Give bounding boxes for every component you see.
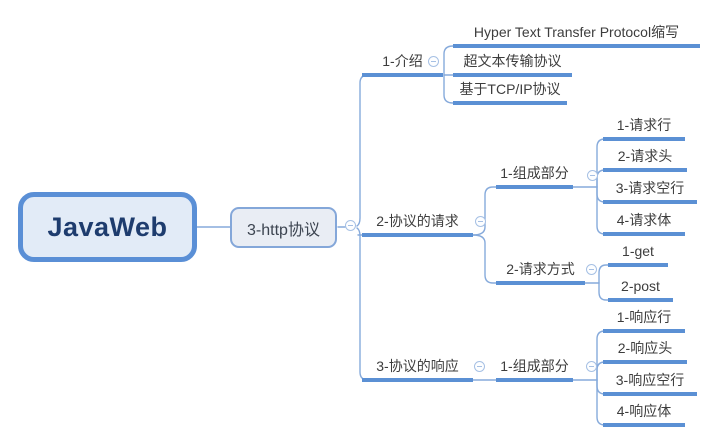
collapse-toggle-request-parts[interactable] xyxy=(587,170,598,181)
branch-node-response[interactable]: 3-协议的响应 xyxy=(362,356,473,382)
leaf-node-request-blank-line[interactable]: 3-请求空行 xyxy=(603,178,697,204)
leaf-node-response-line[interactable]: 1-响应行 xyxy=(603,307,685,333)
branch-node-intro[interactable]: 1-介绍 xyxy=(362,51,443,77)
collapse-toggle-response-parts[interactable] xyxy=(586,361,597,372)
collapse-toggle-request-methods[interactable] xyxy=(586,264,597,275)
subtopic-node-request-methods[interactable]: 2-请求方式 xyxy=(496,259,585,285)
leaf-node-response-body[interactable]: 4-响应体 xyxy=(603,401,685,427)
minus-circle-icon xyxy=(590,175,595,176)
leaf-node-post[interactable]: 2-post xyxy=(608,276,673,302)
leaf-node-response-blank-line[interactable]: 3-响应空行 xyxy=(603,370,697,396)
minus-circle-icon xyxy=(348,225,353,226)
topic-node-http[interactable]: 3-http协议 xyxy=(230,207,337,248)
minus-circle-icon xyxy=(589,366,594,367)
leaf-node-get[interactable]: 1-get xyxy=(608,241,668,267)
leaf-node-response-header[interactable]: 2-响应头 xyxy=(603,338,687,364)
leaf-node-request-body[interactable]: 4-请求体 xyxy=(603,210,685,236)
collapse-toggle-response[interactable] xyxy=(474,361,485,372)
root-node-javaweb[interactable]: JavaWeb xyxy=(18,192,197,262)
subtopic-node-response-parts[interactable]: 1-组成部分 xyxy=(496,356,573,382)
branch-node-request[interactable]: 2-协议的请求 xyxy=(362,211,473,237)
subtopic-node-request-parts[interactable]: 1-组成部分 xyxy=(496,163,573,189)
leaf-node-request-header[interactable]: 2-请求头 xyxy=(603,146,687,172)
collapse-toggle-http[interactable] xyxy=(345,220,356,231)
collapse-toggle-intro[interactable] xyxy=(428,56,439,67)
minus-circle-icon xyxy=(477,366,482,367)
collapse-toggle-request[interactable] xyxy=(475,216,486,227)
leaf-node-hypertext-transport[interactable]: 超文本传输协议 xyxy=(453,51,572,77)
minus-circle-icon xyxy=(478,221,483,222)
leaf-node-hyper-text-transfer-protocol[interactable]: Hyper Text Transfer Protocol缩写 xyxy=(453,22,700,48)
minus-circle-icon xyxy=(431,61,436,62)
leaf-node-tcp-ip-based[interactable]: 基于TCP/IP协议 xyxy=(453,79,567,105)
minus-circle-icon xyxy=(589,269,594,270)
leaf-node-request-line[interactable]: 1-请求行 xyxy=(603,115,685,141)
